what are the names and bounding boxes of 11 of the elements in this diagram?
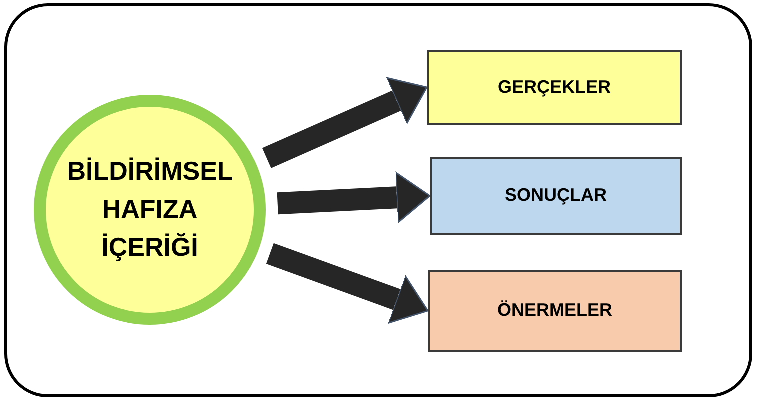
topic-ellipse bbox=[34, 95, 266, 325]
category-box bbox=[428, 270, 682, 352]
arrow bbox=[262, 77, 428, 168]
category-box bbox=[427, 50, 682, 125]
arrow bbox=[277, 172, 431, 224]
category-label: GERÇEKLER bbox=[498, 76, 611, 98]
category-box bbox=[430, 157, 682, 235]
category-label: SONUÇLAR bbox=[505, 185, 607, 207]
category-label: ÖNERMELER bbox=[497, 300, 612, 322]
topic-label: BİLDİRİMSEL HAFIZA İÇERİĞİ bbox=[67, 155, 233, 264]
arrow bbox=[266, 243, 429, 324]
